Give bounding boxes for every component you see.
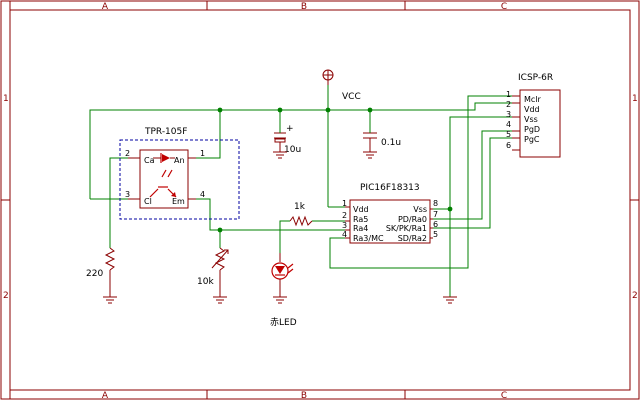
icsp-pin-5-name: PgC (524, 135, 540, 144)
ground-0-1u (363, 151, 377, 159)
tpr-label: TPR-105F (144, 127, 187, 137)
pic-pin-8-num: 8 (433, 199, 438, 208)
icsp-pin-3-num: 3 (506, 110, 511, 119)
pic-pin-4-name: Ra3/MC (353, 234, 384, 243)
tpr-105f: TPR-105F 2 1 3 4 Ca An Cl Em (119, 127, 240, 220)
ground-led (273, 282, 287, 304)
tpr-ca-label: Ca (144, 156, 155, 165)
svg-text:+: + (286, 124, 294, 134)
pic-pin-2-num: 2 (342, 211, 347, 220)
tpr-pin-1: 1 (200, 149, 205, 158)
icsp-pin-6-num: 6 (506, 141, 511, 150)
r-220-label: 220 (86, 269, 103, 279)
pic-pin-5-name: SD/Ra2 (398, 234, 427, 243)
pic-pin-3-num: 3 (342, 221, 347, 230)
tpr-em-label: Em (172, 197, 185, 206)
c-10u-label: 10u (284, 145, 301, 155)
capacitor-10u: + 10u (274, 124, 301, 155)
junction-dots (217, 107, 453, 233)
icsp-6r-header: ICSP-6R 1 Mclr 2 Vdd 3 Vss 4 PgD 5 PgC 6 (506, 73, 561, 158)
vcc-symbol: VCC (322, 69, 361, 102)
resistor-1k: 1k (289, 202, 313, 227)
resistor-220: 220 (86, 247, 116, 279)
capacitor-0-1u: 0.1u (363, 130, 401, 152)
r-10k-label: 10k (197, 277, 214, 287)
icsp-pin-3-name: Vss (524, 115, 538, 124)
ground-220 (103, 270, 117, 304)
col-label-b-top: B (301, 2, 307, 12)
pic16f18313: PIC16F18313 1 Vdd 2 Ra5 3 Ra4 4 Ra3/MC 8… (342, 183, 438, 244)
led-label: 赤LED (270, 317, 297, 328)
pic-pin-8-name: Vss (413, 205, 427, 214)
ground-10u (273, 151, 287, 159)
vcc-label: VCC (342, 92, 361, 102)
col-label-c-bottom: C (501, 391, 507, 400)
red-led: 赤LED (270, 253, 297, 328)
ground-10k (213, 270, 227, 304)
pic-pin-6-num: 6 (433, 220, 438, 229)
r-1k-label: 1k (294, 202, 306, 212)
pic-pin-5-num: 5 (433, 230, 438, 239)
icsp-pin-2-num: 2 (506, 100, 511, 109)
col-label-a-top: A (102, 2, 109, 12)
tpr-pin-4: 4 (200, 190, 205, 199)
icsp-pin-2-name: Vdd (524, 105, 540, 114)
pic-pin-3-name: Ra4 (353, 224, 368, 233)
pic-pin-6-name: SK/PK/Ra1 (386, 224, 427, 233)
icsp-pin-4-name: PgD (524, 125, 540, 134)
col-label-b-bottom: B (301, 391, 307, 400)
icsp-pin-5-num: 5 (506, 130, 511, 139)
tpr-cl-label: Cl (144, 197, 152, 206)
c-0-1u-label: 0.1u (381, 138, 401, 148)
pic-pin-7-name: PD/Ra0 (398, 215, 427, 224)
row-label-1-right: 1 (632, 94, 638, 104)
icsp-pin-1-num: 1 (506, 90, 511, 99)
pic-pin-7-num: 7 (433, 210, 438, 219)
col-label-a-bottom: A (102, 391, 109, 400)
pic-pin-1-name: Vdd (353, 205, 369, 214)
icsp-pin-1-name: Mclr (524, 95, 542, 104)
col-label-c-top: C (501, 2, 507, 12)
pic-label: PIC16F18313 (360, 183, 420, 193)
variable-resistor-10k: 10k (197, 247, 229, 287)
pic-pin-4-num: 4 (342, 230, 347, 239)
icsp-pin-4-num: 4 (506, 120, 511, 129)
icsp-label: ICSP-6R (518, 73, 553, 83)
pic-pin-1-num: 1 (342, 199, 347, 208)
ground-symbols (103, 151, 457, 304)
tpr-pin-2: 2 (125, 149, 130, 158)
pic-pin-2-name: Ra5 (353, 215, 368, 224)
ground-icsp (443, 296, 457, 304)
tpr-an-label: An (174, 156, 185, 165)
wires (89, 85, 512, 297)
tpr-pin-3: 3 (125, 190, 130, 199)
row-label-2-left: 2 (3, 291, 9, 301)
row-label-2-right: 2 (632, 291, 638, 301)
row-label-1-left: 1 (3, 94, 9, 104)
